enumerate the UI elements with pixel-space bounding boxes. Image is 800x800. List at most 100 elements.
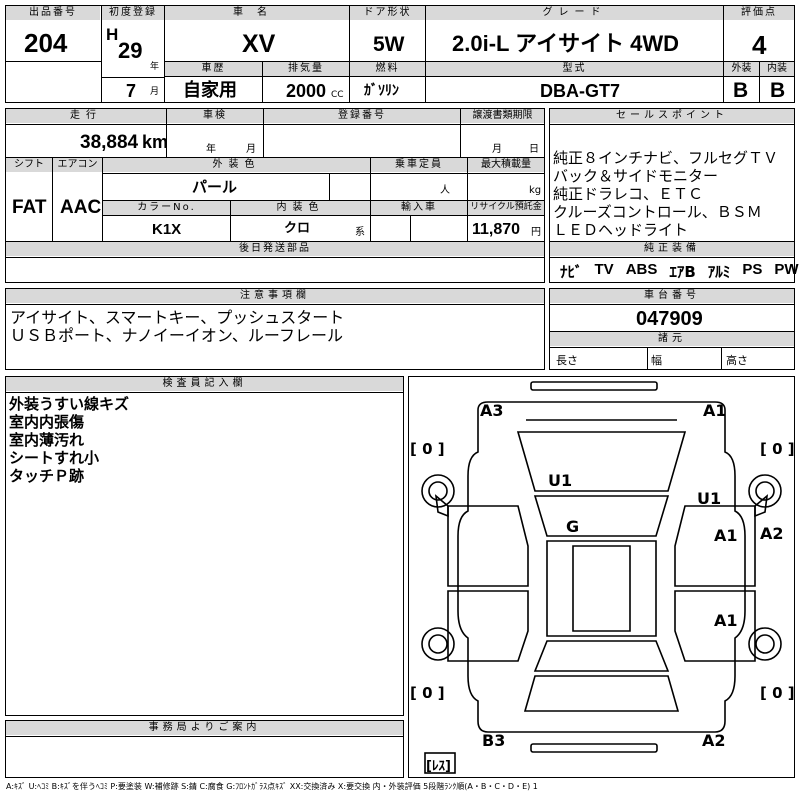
history-label: 車歴	[165, 62, 262, 76]
divider	[164, 5, 165, 103]
max-load-label: 最大積載量	[468, 158, 544, 172]
divider	[52, 157, 53, 241]
note-line: アイサイト、スマートキー、プッシュスタート	[10, 308, 345, 327]
first-registration-label: 初度登録	[102, 6, 164, 20]
divider	[5, 304, 545, 305]
later-parts-label: 後日発送部品	[6, 242, 544, 256]
registration-year: 29	[118, 38, 143, 63]
grade: 2.0i-L アイサイト 4WD	[452, 31, 680, 56]
divider	[549, 347, 795, 348]
max-load-unit: kg	[529, 185, 542, 196]
divider	[102, 215, 545, 216]
era-letter: H	[106, 25, 119, 44]
damage-mark: U1	[697, 489, 721, 508]
fuel-label: 燃料	[350, 62, 425, 76]
damage-mark: B3	[482, 731, 505, 750]
damage-mark: A2	[702, 731, 726, 750]
inspector-note: シートすれ小	[9, 449, 100, 467]
divider	[5, 241, 545, 242]
interior-color-unit: 系	[355, 227, 365, 238]
office-label: 事務局よりご案内	[6, 721, 403, 735]
sales-point-item: バック＆サイドモニター	[553, 167, 719, 185]
width-label: 幅	[651, 354, 662, 367]
equipment-item: PS	[742, 261, 763, 278]
equipment-list: ﾅﾋﾞ TV ABS ｴｱB ｱﾙﾐ PS PW	[560, 261, 799, 282]
damage-marks: A3 A1 U1 U1 G A1 A2 A1 B3 A2	[480, 401, 784, 750]
sales-point-label: セールスポイント	[550, 109, 794, 123]
damage-mark: A1	[703, 401, 727, 420]
divider	[5, 124, 545, 125]
equipment-item: ｱﾙﾐ	[707, 263, 731, 281]
divider	[425, 61, 426, 103]
equipment-item: ｴｱB	[669, 263, 696, 281]
door-type: 5W	[373, 33, 405, 56]
divider	[425, 5, 426, 62]
tire-depth: [ 0 ]	[410, 684, 445, 702]
divider	[101, 77, 164, 78]
model-code: DBA-GT7	[540, 81, 620, 101]
interior-grade: B	[770, 79, 786, 102]
lot-number-label: 出品番号	[6, 6, 100, 20]
divider	[5, 392, 404, 393]
inspection-year-unit: 年	[206, 144, 216, 155]
body-color: パール	[192, 178, 238, 196]
capacity-label: 乗車定員	[371, 158, 467, 172]
damage-mark: G	[566, 517, 579, 536]
lot-number: 204	[24, 28, 68, 58]
divider	[5, 736, 404, 737]
mileage-label: 走行	[6, 109, 166, 123]
shift: FAT	[12, 197, 47, 218]
damage-mark: A1	[714, 526, 738, 545]
divider	[549, 124, 795, 125]
sales-point-item: 純正ドラレコ、ＥＴＣ	[553, 185, 704, 203]
plate-label: 登録番号	[264, 109, 460, 123]
ac-label: エアコン	[53, 158, 102, 172]
recycle-unit: 円	[531, 227, 541, 238]
inspector-box	[5, 376, 404, 716]
divider	[410, 215, 411, 241]
divider	[349, 5, 350, 62]
divider	[467, 157, 468, 241]
note-line: ＵＳＢポート、ナノイーイオン、ルーフレール	[10, 326, 343, 345]
divider	[5, 157, 545, 158]
equipment-item: PW	[774, 261, 799, 278]
divider	[262, 61, 263, 103]
divider	[549, 304, 795, 305]
model-label: 型式	[426, 62, 723, 76]
mileage-unit: km	[142, 132, 169, 152]
chassis-number: 047909	[636, 308, 703, 330]
inspector-note: 室内内張傷	[9, 413, 85, 431]
equipment-item: TV	[594, 261, 614, 278]
divider	[349, 61, 350, 103]
notes-label: 注意事項欄	[6, 289, 544, 303]
damage-mark: A1	[714, 611, 738, 630]
height-label: 高さ	[726, 354, 748, 367]
divider	[5, 61, 101, 62]
divider	[460, 108, 461, 157]
air-conditioner: AAC	[60, 197, 102, 218]
color-number-label: カラーNo.	[103, 201, 230, 215]
recycle-fee: 11,870	[472, 221, 521, 238]
inspector-note: タッチＰ跡	[9, 467, 85, 485]
history: 自家用	[183, 80, 237, 101]
divider	[329, 173, 330, 200]
divider	[102, 200, 545, 201]
door-label: ドア形状	[350, 6, 425, 20]
length-label: 長さ	[556, 354, 578, 367]
inspector-note: 外装うすい線キズ	[9, 395, 130, 413]
divider	[759, 61, 760, 103]
exterior-grade: B	[733, 79, 749, 102]
year-unit: 年	[150, 62, 160, 72]
car-damage-diagram: A3 A1 U1 U1 G A1 A2 A1 B3 A2 [ 0 ] [ 0 ]…	[410, 381, 795, 774]
equipment-item: ABS	[625, 261, 658, 278]
notes-list: アイサイト、スマートキー、プッシュスタート ＵＳＢポート、ナノイーイオン、ルーフ…	[10, 309, 344, 345]
divider	[101, 5, 102, 103]
damage-mark: A2	[760, 524, 784, 543]
tire-depth-labels: [ 0 ] [ 0 ] [ 0 ] [ 0 ] [ﾚｽ]	[410, 440, 795, 774]
color-number: K1X	[152, 221, 182, 238]
top-section	[5, 5, 795, 103]
exterior-grade-label: 外装	[724, 62, 759, 76]
car-name-label: 車名	[165, 6, 349, 20]
equipment-label: 純正装備	[550, 242, 794, 256]
capacity-unit: 人	[440, 185, 450, 196]
